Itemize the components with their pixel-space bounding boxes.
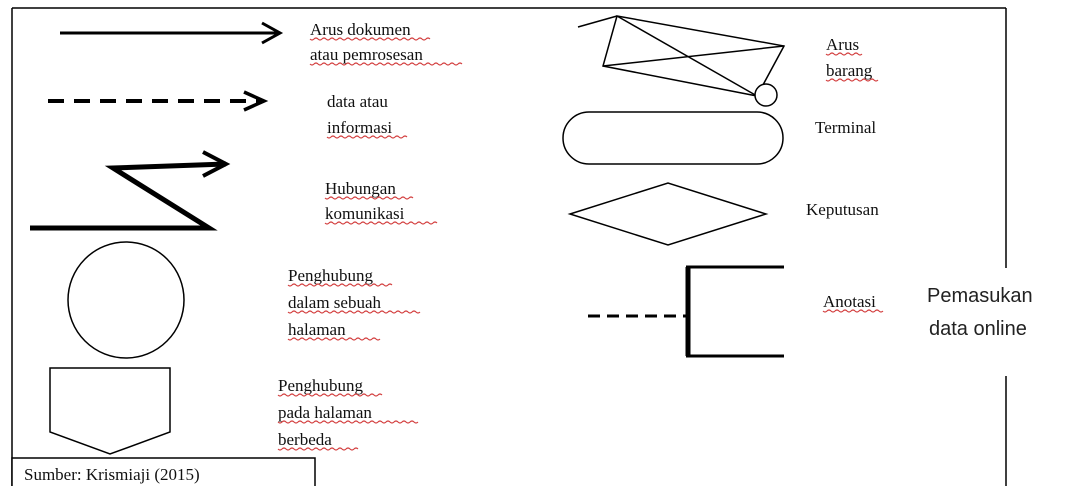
spellcheck-underline xyxy=(287,283,393,287)
label-keputusan: Keputusan xyxy=(806,200,879,219)
label-hubungan-komunikasi: Hubungan komunikasi xyxy=(325,179,405,223)
circle-connector-icon xyxy=(67,241,185,359)
label-arus-barang: Arus barang xyxy=(826,35,873,80)
spellcheck-underline xyxy=(277,393,383,397)
spellcheck-underline xyxy=(324,221,438,225)
spellcheck-underline xyxy=(825,52,863,56)
source-caption: Sumber: Krismiaji (2015) xyxy=(24,465,200,484)
terminal-icon xyxy=(562,111,784,165)
spellcheck-underline xyxy=(309,37,431,41)
offpage-connector-icon xyxy=(49,367,171,455)
spellcheck-underline xyxy=(277,420,419,424)
label-penghubung-beda: Penghubung pada halaman berbeda xyxy=(278,376,376,449)
spellcheck-underline xyxy=(309,62,463,66)
spellcheck-underline xyxy=(287,310,421,314)
legend-frame xyxy=(11,7,1007,486)
spellcheck-underline xyxy=(326,135,408,139)
label-terminal: Terminal xyxy=(815,118,876,137)
diamond-decision-icon xyxy=(567,182,769,246)
label-arus-dokumen: Arus dokumen atau pemrosesan xyxy=(310,20,423,64)
overlay-label: Pemasukan data online xyxy=(927,285,1038,340)
spellcheck-underline xyxy=(822,309,884,313)
spellcheck-underline xyxy=(287,337,381,341)
solid-arrow-icon xyxy=(60,21,284,45)
zigzag-arrow-icon xyxy=(30,150,231,231)
dashed-arrow-icon xyxy=(48,90,269,112)
label-penghubung-sama: Penghubung dalam sebuah halaman xyxy=(288,266,385,339)
spellcheck-underline xyxy=(277,447,359,451)
label-data-informasi: data atau informasi xyxy=(327,92,392,137)
spellcheck-underline xyxy=(324,196,414,200)
annotation-bracket-icon xyxy=(588,265,784,358)
spellcheck-underline xyxy=(825,78,879,82)
label-anotasi: Anotasi xyxy=(823,292,876,311)
goods-flow-icon xyxy=(577,15,786,107)
